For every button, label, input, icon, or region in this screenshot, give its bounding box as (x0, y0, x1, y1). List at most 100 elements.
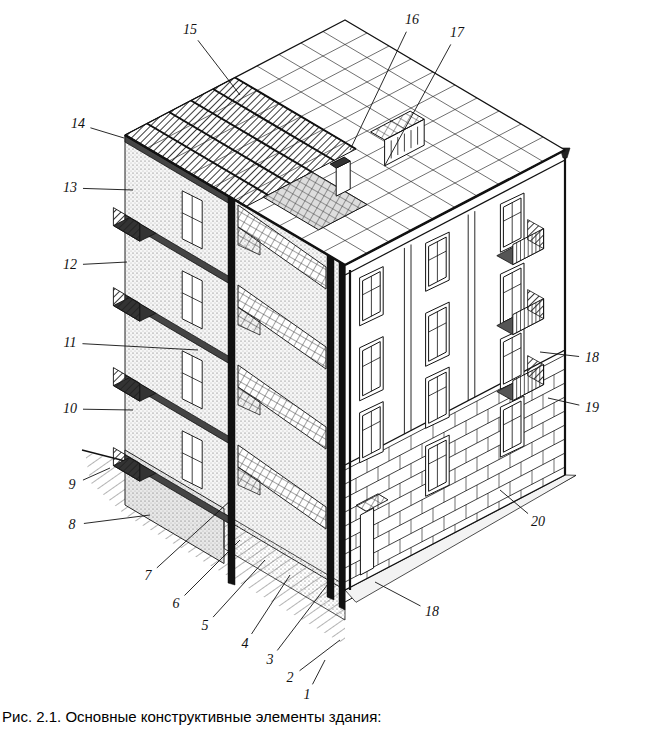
rustication-joint (554, 403, 555, 417)
leader-line (300, 640, 340, 671)
rustication-joint (378, 467, 379, 481)
window-frame (360, 402, 384, 463)
pilaster (468, 215, 469, 401)
rustication-joint (455, 413, 456, 427)
leader-line (83, 468, 110, 480)
figure-caption: Рис. 2.1. Основные конструктивные элемен… (2, 709, 381, 726)
window-mullion (371, 411, 372, 453)
window-transom (503, 284, 521, 293)
rustication-joint (433, 424, 434, 438)
rustication-joint (543, 423, 544, 437)
window-transom (182, 373, 202, 383)
window-transom (429, 323, 447, 332)
window-mullion (512, 273, 513, 318)
leader-line (83, 262, 127, 264)
callout-number: 15 (181, 22, 199, 38)
railing-bar (516, 243, 517, 263)
drainpipe (564, 152, 566, 475)
railing-bar (524, 239, 525, 259)
window-transom (503, 348, 521, 357)
dormer-louvre (417, 127, 418, 145)
window (429, 307, 447, 361)
callout-number: 1 (302, 687, 313, 703)
rustication-joint (499, 474, 500, 488)
balcony-railing (113, 448, 139, 482)
rustication-joint (389, 559, 390, 567)
window (429, 237, 447, 286)
leader-line (184, 540, 240, 596)
rustication-joint (367, 459, 368, 473)
window-frame (426, 232, 450, 291)
window-transom (182, 213, 202, 223)
leader-line (82, 344, 198, 350)
rustication-joint (499, 446, 500, 460)
rustication-joint (554, 459, 555, 473)
dormer-louvre (397, 137, 398, 155)
pilaster (411, 245, 412, 431)
rustication-joint (433, 536, 434, 544)
leader-line (198, 40, 240, 95)
window (503, 401, 521, 452)
rustication-joint (455, 441, 456, 455)
window-mullion (192, 356, 193, 404)
rustication-joint (400, 455, 401, 469)
leader-line (90, 128, 124, 138)
rustication-joint (356, 506, 357, 520)
rustication-joint (389, 447, 390, 461)
railing-bar (520, 241, 521, 261)
rustication-joint (422, 444, 423, 458)
roof-sheet-seam (323, 32, 543, 162)
railing-bar (524, 309, 525, 329)
rustication-joint (488, 437, 489, 451)
balcony-railing (113, 208, 139, 242)
window-mullion (437, 377, 438, 419)
rustication-joint (466, 449, 467, 463)
railing-bar (524, 375, 525, 395)
stair-landing (238, 467, 260, 495)
leader-line (500, 490, 528, 514)
window-transom (363, 421, 381, 430)
rustication-joint (422, 500, 423, 514)
window-mullion (512, 203, 513, 243)
roof (125, 20, 565, 265)
window-transom (503, 212, 521, 221)
balcony-side (528, 220, 544, 249)
leader-line (375, 582, 420, 606)
leader-line (312, 660, 325, 684)
callout-number: 10 (61, 401, 79, 417)
window (429, 372, 447, 423)
leader-line (277, 580, 331, 650)
dormer-louvre (391, 140, 392, 158)
window (503, 198, 521, 247)
window (503, 333, 521, 384)
window-transom (429, 251, 447, 260)
stair-flight (238, 285, 326, 369)
rustication-joint (356, 534, 357, 548)
stair-treads (238, 365, 326, 449)
rustication-joint (389, 503, 390, 517)
roof-eave (345, 150, 565, 265)
window (363, 407, 381, 458)
leader-line (213, 560, 265, 617)
callout-number: 17 (448, 25, 466, 41)
rustication-joint (510, 454, 511, 468)
window-frame (500, 396, 524, 457)
rustication-joint (543, 479, 544, 487)
pilaster (474, 211, 475, 397)
dormer-louvre (404, 134, 405, 152)
chimney-cap (330, 157, 350, 168)
callout-number: 2 (285, 670, 296, 686)
window (363, 342, 381, 396)
stair-flight (238, 365, 326, 449)
window-transom (429, 387, 447, 396)
window (182, 271, 202, 329)
callout-number: 11 (62, 335, 79, 351)
window-transom (429, 455, 447, 464)
rustication-joint (532, 442, 533, 456)
rustication-joint (455, 469, 456, 483)
leader-line (83, 188, 133, 190)
leader-line (84, 515, 150, 523)
window-frame (360, 337, 384, 401)
rustication-joint (411, 464, 412, 478)
callout-number: 3 (265, 652, 276, 668)
